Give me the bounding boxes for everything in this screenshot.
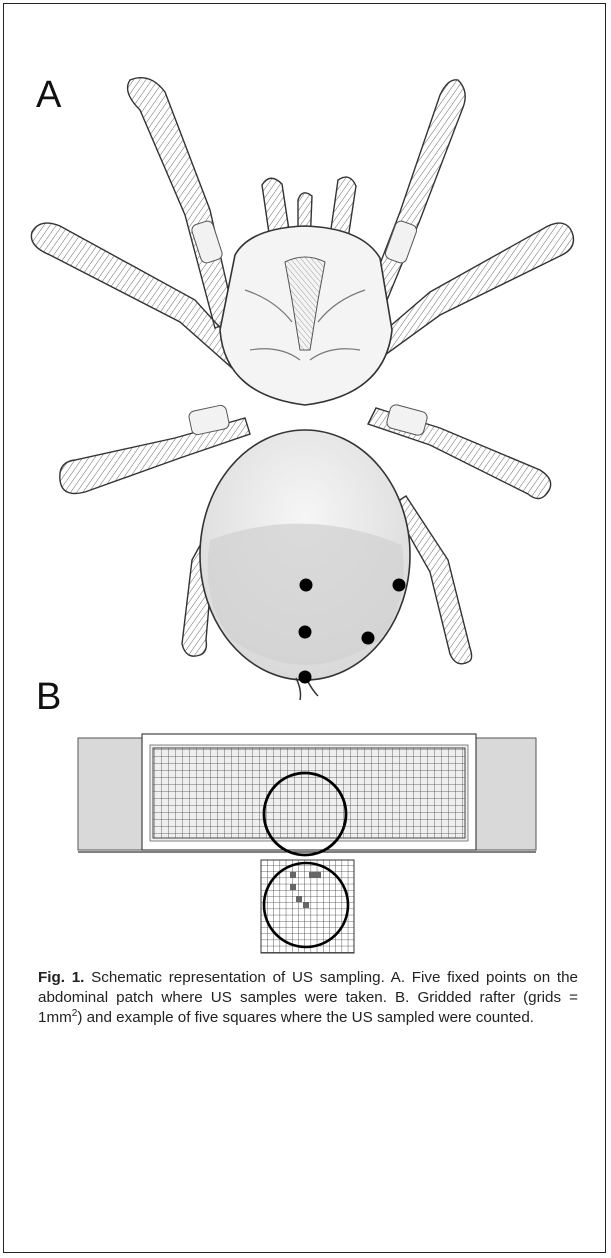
caption-text-end: ) and example of five squares where the … xyxy=(77,1009,534,1026)
caption-label: Fig. 1. xyxy=(38,969,84,986)
counted-square xyxy=(296,896,302,902)
sampling-point xyxy=(300,579,313,592)
counted-square xyxy=(303,902,309,908)
magnified-grid xyxy=(261,860,354,953)
rafter-grid xyxy=(153,748,465,838)
tarantula-drawing xyxy=(31,78,573,700)
figure-illustration xyxy=(0,0,611,960)
counted-square xyxy=(290,884,296,890)
sampling-point xyxy=(393,579,406,592)
sampling-point xyxy=(362,632,375,645)
sampling-point xyxy=(299,626,312,639)
gridded-rafter xyxy=(78,734,536,855)
counted-square xyxy=(309,872,321,878)
figure-caption: Fig. 1. Schematic representation of US s… xyxy=(38,968,578,1028)
sampling-point xyxy=(299,671,312,684)
counted-square xyxy=(290,872,296,878)
